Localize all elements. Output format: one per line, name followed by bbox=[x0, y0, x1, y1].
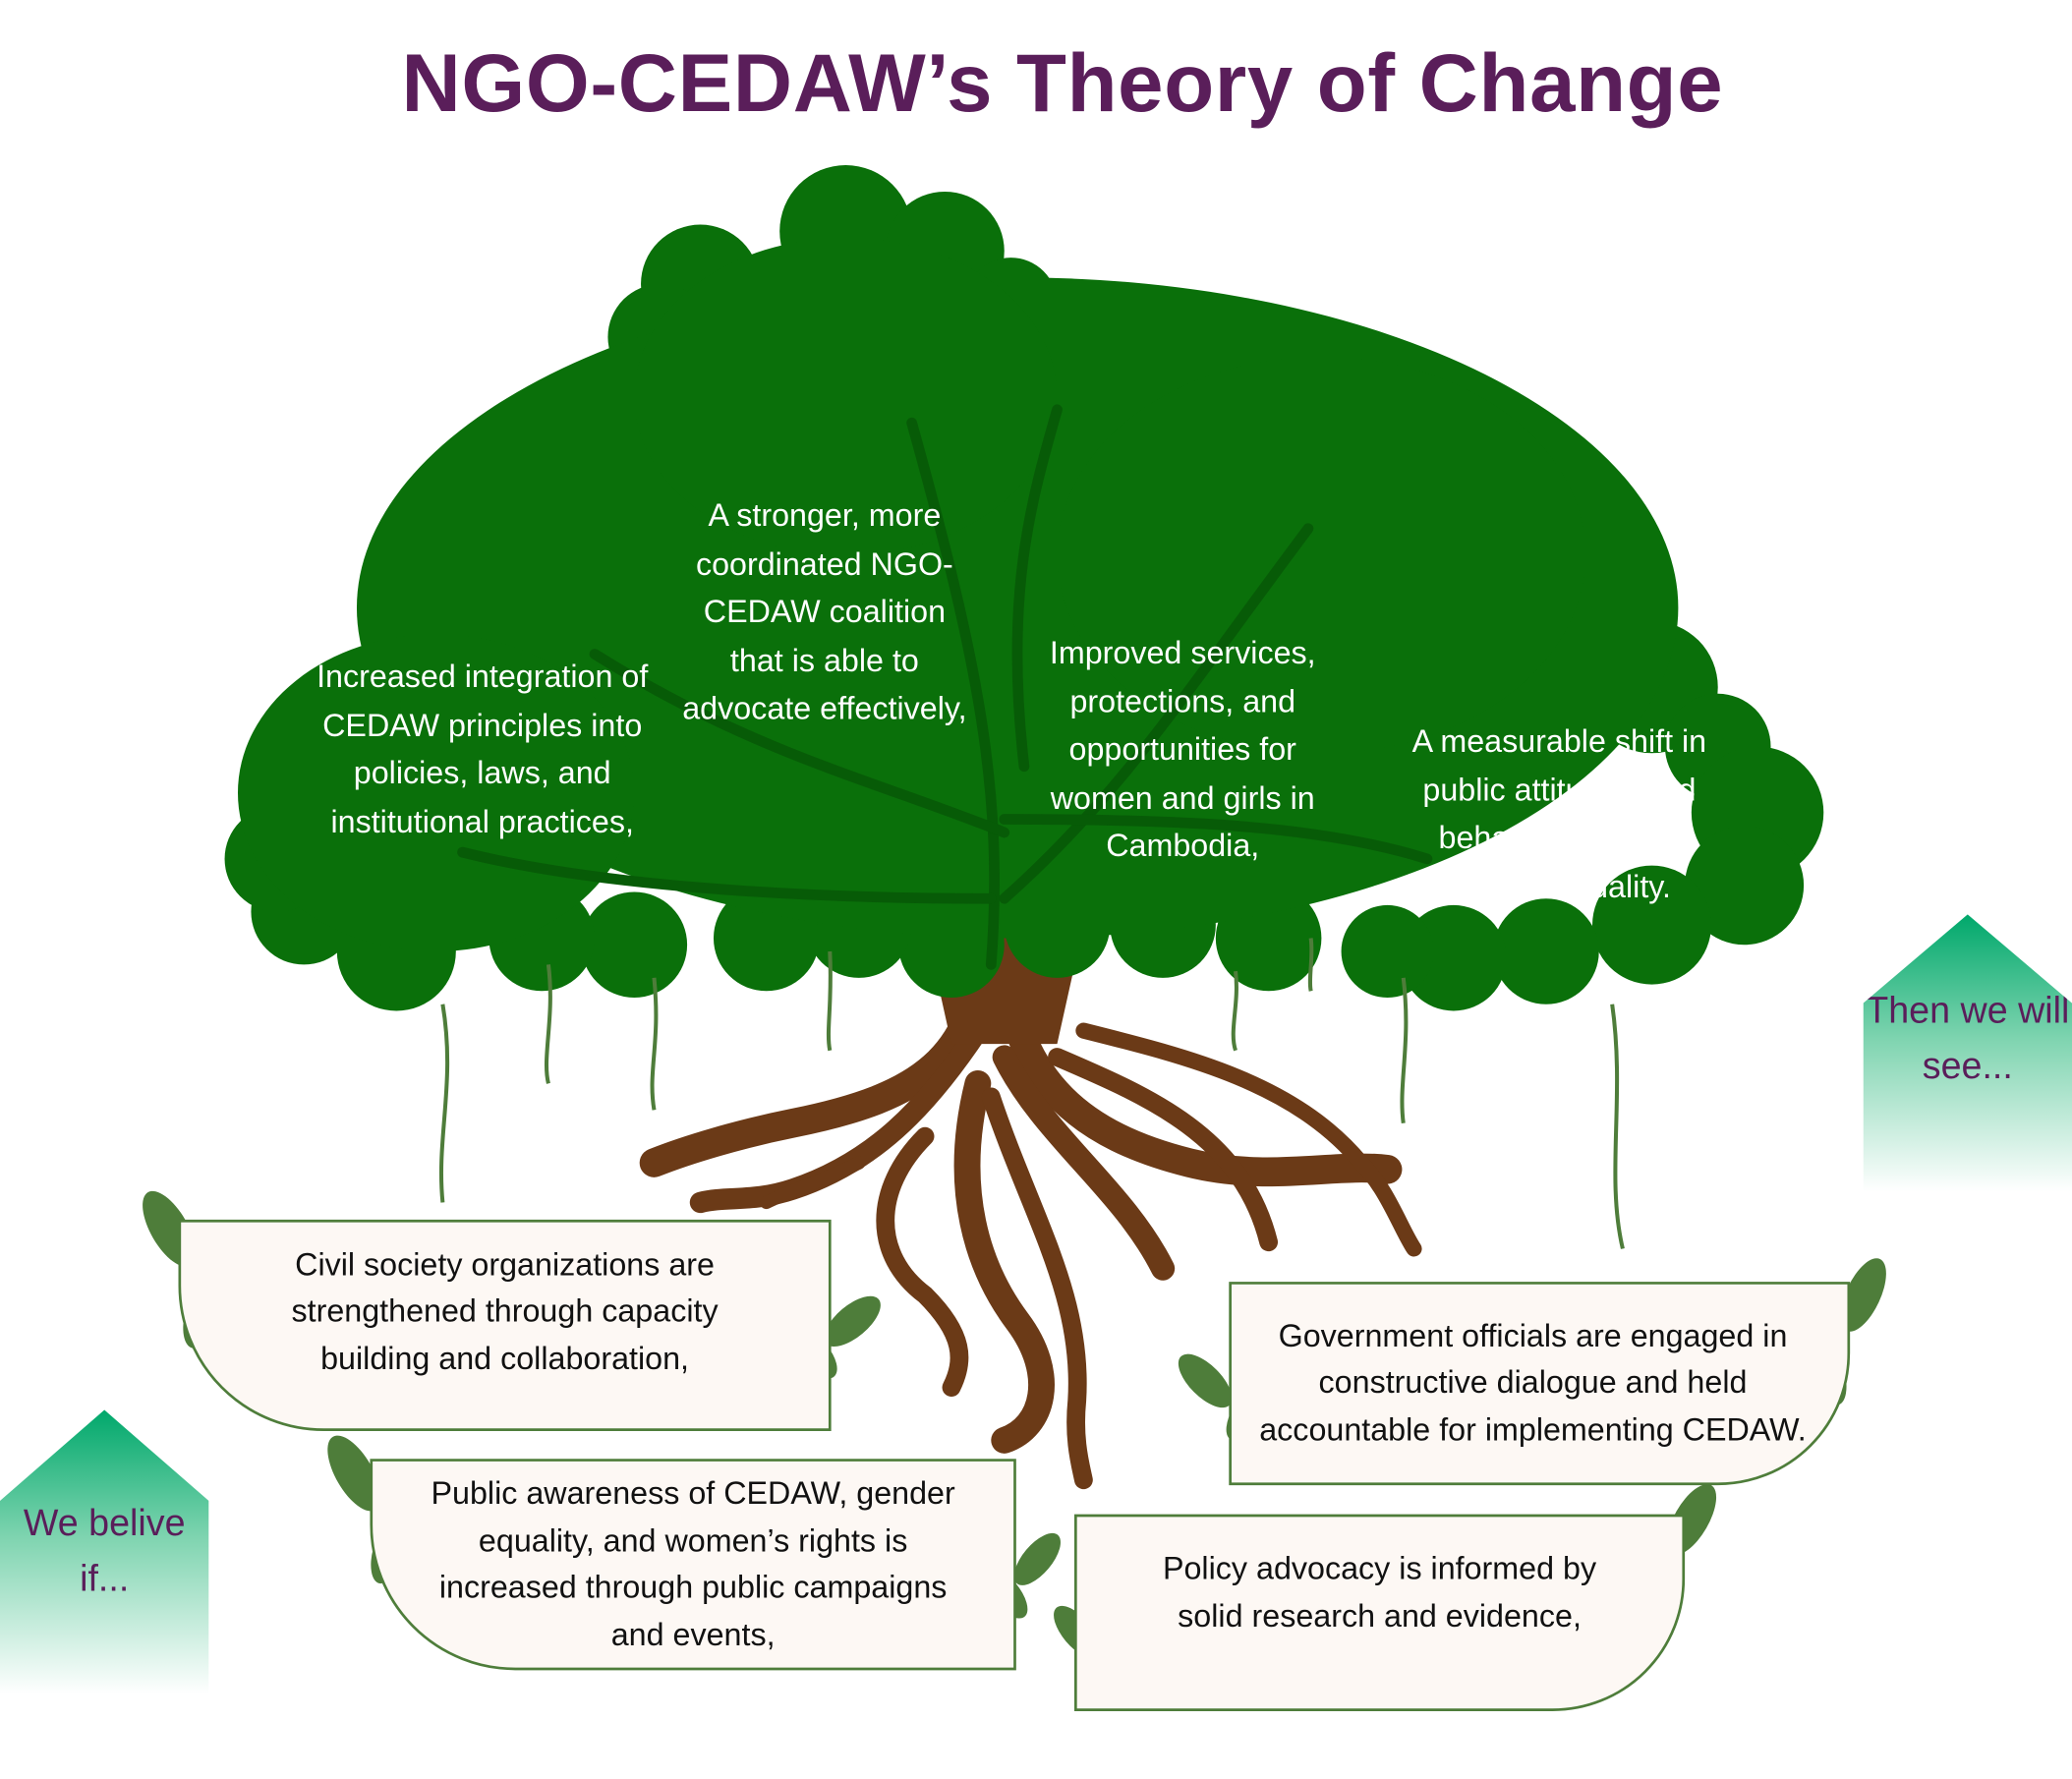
condition-government: Government officials are engaged in cons… bbox=[1229, 1282, 1851, 1486]
outcome-attitudes: A measurable shift in public attitudes a… bbox=[1411, 723, 1707, 905]
condition-public-awareness: Public awareness of CEDAW, gender equali… bbox=[370, 1459, 1016, 1671]
condition-research: Policy advocacy is informed by solid res… bbox=[1073, 1514, 1686, 1711]
arrow-label: We belive if... bbox=[23, 1502, 186, 1599]
hanging-vines bbox=[438, 938, 1625, 1249]
outcome-policy-integration: Increased integration of CEDAW principle… bbox=[317, 659, 649, 840]
condition-text: Government officials are engaged in cons… bbox=[1259, 1318, 1807, 1449]
tree-branches bbox=[457, 404, 1433, 970]
outcome-coalition: A stronger, more coordinated NGO-CEDAW c… bbox=[682, 497, 967, 727]
condition-text: Policy advocacy is informed by solid res… bbox=[1162, 1551, 1597, 1635]
condition-text: Public awareness of CEDAW, gender equali… bbox=[431, 1475, 955, 1653]
arrow-label: Then we will see... bbox=[1866, 989, 2070, 1087]
outcome-services: Improved services, protections, and oppo… bbox=[1049, 635, 1316, 865]
page-title: NGO-CEDAW’s Theory of Change bbox=[401, 37, 1724, 130]
condition-civil-society: Civil society organizations are strength… bbox=[178, 1219, 832, 1431]
condition-text: Civil society organizations are strength… bbox=[291, 1246, 719, 1377]
